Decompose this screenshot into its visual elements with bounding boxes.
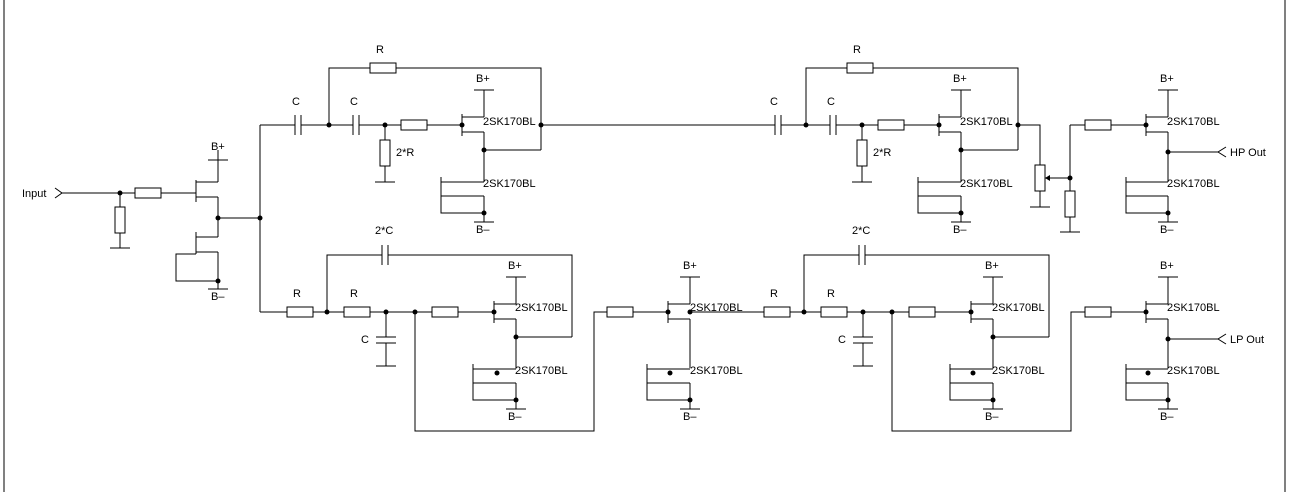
gate-resistor	[1084, 306, 1112, 318]
resistor-2r-label: 2*R	[396, 147, 414, 159]
supply-pos-label: B+	[985, 260, 999, 272]
supply-neg-label: B–	[508, 411, 522, 423]
jfet-part-label: 2SK170BL	[515, 302, 568, 314]
jfet-part-label: 2SK170BL	[960, 178, 1013, 190]
hp-stage-1	[260, 62, 775, 223]
resistor-label: R	[827, 288, 835, 300]
supply-pos-label: B+	[683, 260, 697, 272]
resistor-label: R	[770, 288, 778, 300]
hp-output-buffer	[1125, 89, 1227, 223]
resistor	[286, 306, 314, 318]
jfet-part-label: 2SK170BL	[515, 365, 568, 377]
supply-neg-label: B–	[211, 291, 225, 303]
jfet-part-label: 2SK170BL	[483, 178, 536, 190]
resistor	[1064, 190, 1076, 218]
supply-neg-label: B–	[1160, 224, 1174, 236]
capacitor-2c-label: 2*C	[852, 225, 870, 237]
gate-resistor	[908, 306, 936, 318]
resistor-2r-label: 2*R	[873, 147, 891, 159]
input-label: Input	[22, 188, 46, 200]
resistor	[343, 306, 371, 318]
input-port-arrow	[54, 187, 63, 199]
jfet-part-label: 2SK170BL	[1167, 302, 1220, 314]
lp-output-buffer	[1084, 276, 1227, 410]
supply-neg-label: B–	[683, 411, 697, 423]
gate-resistor	[400, 119, 428, 131]
hp-out-label: HP Out	[1230, 147, 1266, 159]
gate-resistor	[877, 119, 905, 131]
supply-pos-label: B+	[508, 260, 522, 272]
lp-output-port-arrow	[1217, 333, 1227, 345]
hp-stage-2	[774, 62, 1149, 233]
jfet-part-label: 2SK170BL	[483, 116, 536, 128]
resistor-2r	[379, 139, 391, 167]
resistor-label: R	[350, 288, 358, 300]
capacitor-label: C	[827, 96, 835, 108]
jfet-part-label: 2SK170BL	[690, 365, 743, 377]
hp-output-port-arrow	[1217, 146, 1227, 158]
supply-pos-label: B+	[953, 73, 967, 85]
gate-resistor	[606, 306, 634, 318]
supply-pos-label: B+	[476, 73, 490, 85]
supply-pos-label: B+	[1160, 260, 1174, 272]
resistor	[763, 306, 791, 318]
output-potentiometer	[1034, 164, 1046, 192]
resistor-2r	[856, 139, 868, 167]
page-frame	[3, 0, 1286, 492]
input-stage	[54, 125, 263, 312]
input-bias-resistor	[114, 206, 126, 234]
lp-stage-2	[763, 245, 1085, 432]
supply-pos-label: B+	[211, 141, 225, 153]
supply-neg-label: B–	[476, 224, 490, 236]
supply-pos-label: B+	[1160, 73, 1174, 85]
input-resistor	[134, 187, 162, 199]
capacitor-2c-label: 2*C	[375, 225, 393, 237]
jfet-part-label: 2SK170BL	[992, 365, 1045, 377]
resistor-label: R	[853, 44, 861, 56]
feedback-resistor	[846, 62, 874, 74]
jfet-part-label: 2SK170BL	[960, 116, 1013, 128]
jfet-part-label: 2SK170BL	[992, 302, 1045, 314]
lp-inter-buffer	[606, 276, 776, 410]
supply-neg-label: B–	[953, 224, 967, 236]
jfet-part-label: 2SK170BL	[690, 302, 743, 314]
lp-out-label: LP Out	[1230, 334, 1264, 346]
jfet-part-label: 2SK170BL	[1167, 116, 1220, 128]
gate-resistor	[431, 306, 459, 318]
capacitor-label: C	[838, 334, 846, 346]
resistor	[820, 306, 848, 318]
resistor-label: R	[293, 288, 301, 300]
junction-dot	[117, 190, 123, 196]
lp-stage-1	[260, 245, 607, 432]
capacitor-label: C	[361, 334, 369, 346]
resistor-label: R	[376, 44, 384, 56]
schematic-labels: Input HP Out LP Out B+ B+ B+ B+ B+ B+ B+…	[22, 44, 1266, 423]
feedback-resistor	[369, 62, 397, 74]
jfet-part-label: 2SK170BL	[1167, 178, 1220, 190]
resistor	[1084, 119, 1112, 131]
jfet-part-label: 2SK170BL	[1167, 365, 1220, 377]
capacitor-label: C	[770, 96, 778, 108]
capacitor-label: C	[292, 96, 300, 108]
capacitor-label: C	[350, 96, 358, 108]
supply-neg-label: B–	[985, 411, 999, 423]
supply-neg-label: B–	[1160, 411, 1174, 423]
